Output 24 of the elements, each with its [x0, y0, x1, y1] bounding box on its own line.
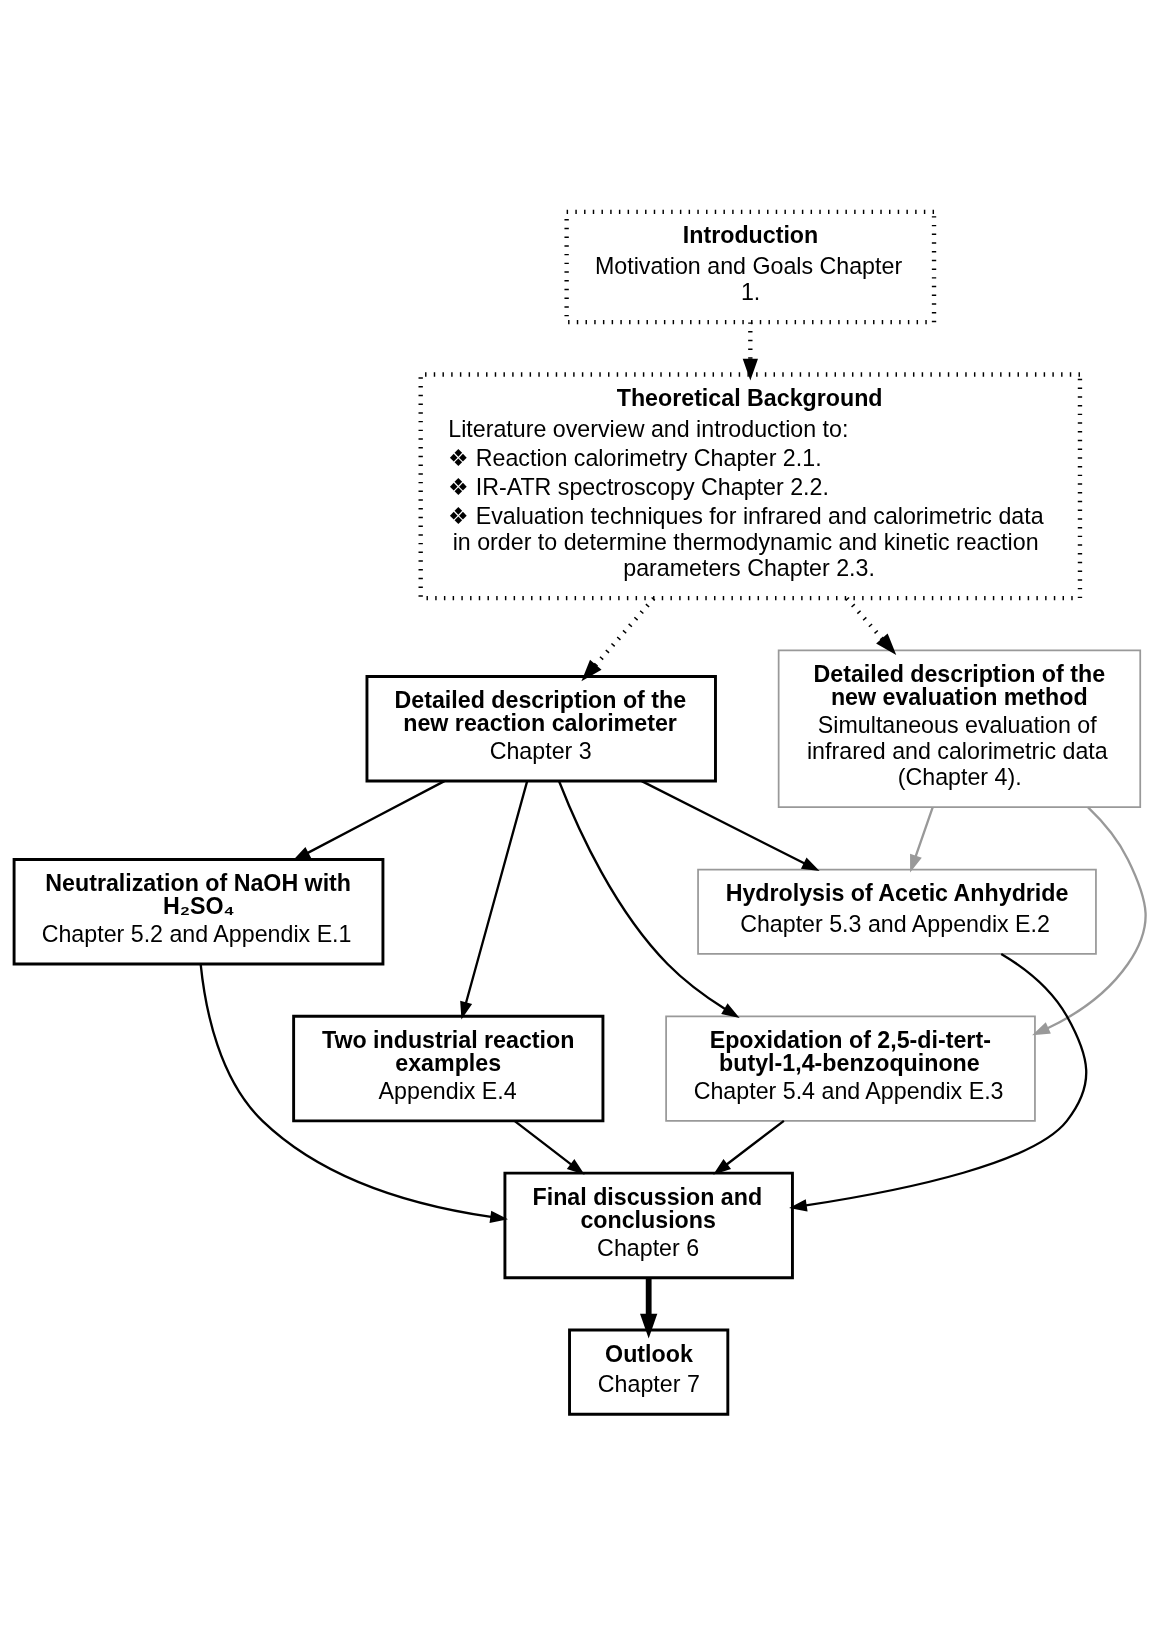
node-box: Outlook Chapter 7: [568, 1328, 730, 1416]
arrow: [513, 1119, 585, 1175]
arrow: [1032, 806, 1147, 1035]
arrow: [581, 596, 656, 681]
node-box: Neutralization of NaOH with H₂SO₄ Chapter 5.2 and Appendix E.1: [12, 857, 385, 965]
arrow: [199, 963, 508, 1223]
node-box: Detailed description of the new evaluation method Simultaneous evaluation of infrared and calorimetric data (Chapter 4).: [777, 649, 1142, 808]
node-box: Detailed description of the new reaction calorimeter Chapter 3: [365, 674, 717, 782]
arrow: [789, 952, 1088, 1211]
node-box: Epoxidation of 2,5-di-tert-butyl-1,4-benzoquinone Chapter 5.4 and Appendix E.3: [665, 1014, 1036, 1122]
node-box: Theoretical Background Literature overview and introduction to: ❖ Reaction calorimetry Chapter 2.1. ❖ IR-ATR spectroscopy Chapter 2.2. ❖ Evaluation techniques for infrared and calorimetric data in order to determine thermodynamic and kinetic reaction parameters Chapter 2.3.: [418, 371, 1083, 600]
node-box: Final discussion and conclusions Chapter 6: [503, 1171, 794, 1279]
arrow: [292, 779, 445, 861]
arrow: [845, 596, 897, 655]
node-box: Introduction Motivation and Goals Chapter 1.: [564, 209, 937, 324]
arrow: [910, 806, 934, 872]
arrow: [641, 779, 820, 871]
node-box: Two industrial reaction examples Appendix E.4: [292, 1014, 605, 1122]
arrow: [640, 1277, 658, 1338]
node-box: Hydrolysis of Acetic Anhydride Chapter 5.3 and Appendix E.2: [697, 868, 1097, 955]
arrow: [558, 780, 740, 1018]
arrow: [460, 780, 529, 1019]
arrow: [742, 322, 758, 381]
arrow: [713, 1119, 785, 1175]
